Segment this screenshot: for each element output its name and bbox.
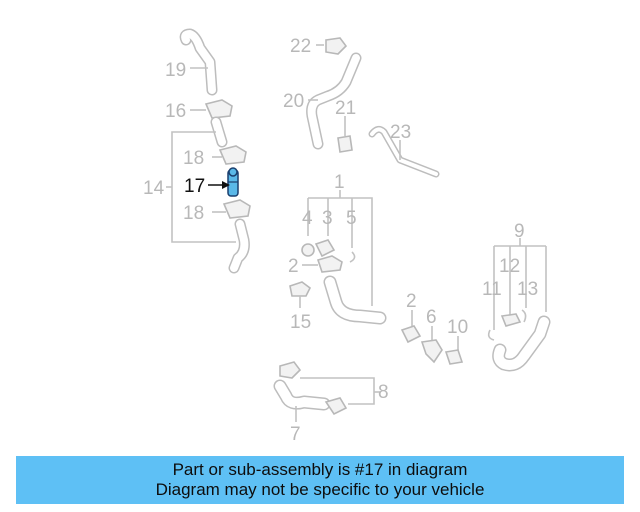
clamp-part-10 — [444, 349, 464, 365]
part-4 — [301, 243, 315, 257]
banner-line-disclaimer: Diagram may not be specific to your vehi… — [155, 480, 485, 499]
clamp-part-18-upper — [218, 145, 247, 165]
assembly-center — [289, 190, 387, 325]
callout-20: 20 — [283, 91, 304, 112]
callout-10: 10 — [447, 317, 468, 338]
callout-6: 6 — [426, 307, 437, 328]
callout-12: 12 — [499, 256, 520, 277]
assembly-lower-left — [273, 361, 380, 422]
callout-23: 23 — [390, 122, 411, 143]
callout-15: 15 — [290, 312, 311, 333]
callout-16: 16 — [165, 101, 186, 122]
callout-labels: 19 16 18 17 14 18 22 20 21 23 1 4 3 5 2 … — [143, 36, 538, 445]
clamp-part-2-center — [316, 255, 343, 273]
callout-1: 1 — [334, 172, 345, 193]
callout-7: 7 — [290, 424, 301, 445]
clamp-part-16 — [204, 99, 233, 119]
clamp-part-15 — [289, 281, 312, 297]
clamp-part-top-8 — [279, 361, 302, 379]
assembly-right — [487, 238, 551, 372]
assembly-lower-center — [400, 310, 464, 365]
callout-2-center: 2 — [288, 256, 299, 277]
assembly-upper-middle — [306, 37, 362, 153]
callout-4: 4 — [302, 208, 313, 229]
banner-line-part: Part or sub-assembly is #17 in diagram — [172, 460, 468, 479]
callout-14: 14 — [143, 178, 165, 199]
clamp-part-2-lower — [400, 325, 422, 344]
part-3 — [314, 239, 336, 258]
callout-18-lower: 18 — [183, 203, 204, 224]
clamp-part-21 — [337, 135, 353, 153]
callout-3: 3 — [322, 208, 333, 229]
clamp-part-22 — [325, 37, 348, 55]
callout-21: 21 — [335, 98, 356, 119]
part-12 — [500, 313, 522, 327]
callout-2-lower: 2 — [406, 291, 417, 312]
callout-17: 17 — [184, 176, 205, 197]
callout-9: 9 — [514, 221, 525, 242]
callout-19: 19 — [165, 60, 186, 81]
info-banner: Part or sub-assembly is #17 in diagram D… — [16, 456, 624, 504]
clamp-part-18-lower — [222, 199, 251, 219]
clamp-part-bottom-8 — [324, 397, 348, 416]
assembly-part-23 — [368, 125, 440, 178]
callout-8: 8 — [378, 382, 389, 403]
part-17-highlighted — [227, 167, 239, 197]
callout-13: 13 — [517, 279, 538, 300]
assembly-left — [166, 28, 251, 274]
part-6 — [420, 339, 443, 364]
callout-11: 11 — [482, 279, 502, 300]
callout-5: 5 — [346, 208, 357, 229]
callout-18-upper: 18 — [183, 148, 204, 169]
callout-22: 22 — [290, 36, 311, 57]
